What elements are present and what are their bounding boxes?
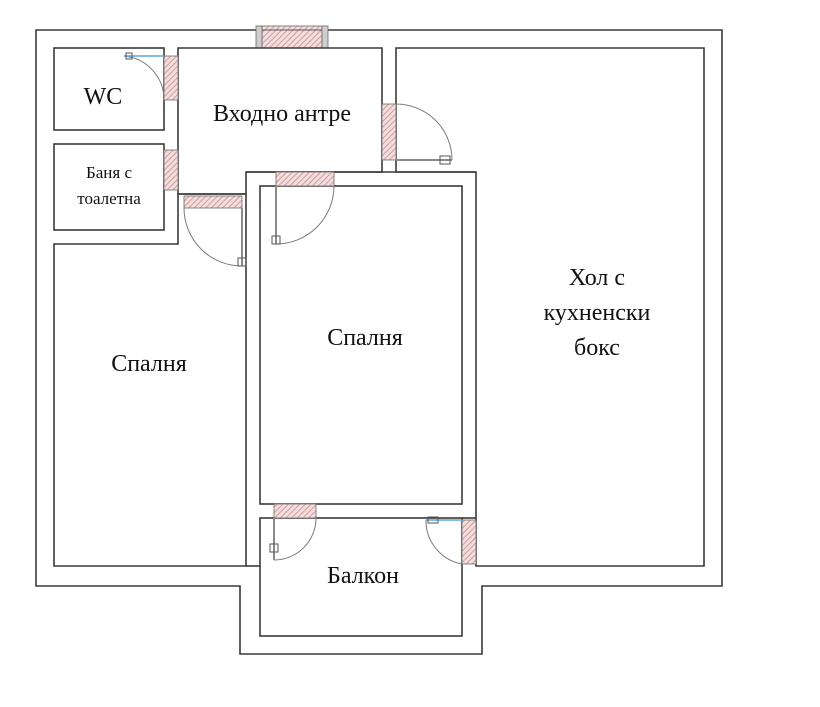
- room-bedroom-left: [53, 193, 247, 567]
- label-balcony: Балкон: [327, 563, 399, 589]
- label-entrance-hall: Входно антре: [213, 101, 351, 127]
- door-bedroom-left[interactable]: [183, 195, 247, 267]
- label-bathroom-line1: Баня с: [86, 163, 132, 182]
- door-wc[interactable]: [123, 52, 179, 101]
- room-bathroom: [53, 143, 165, 231]
- room-bedroom-center: [259, 185, 463, 505]
- door-bathroom[interactable]: [163, 149, 179, 191]
- outer-walls: [35, 29, 723, 655]
- label-living-line2: кухненски: [544, 300, 651, 326]
- door-balcony-bedroom[interactable]: [269, 503, 317, 561]
- top-window: [255, 25, 329, 49]
- label-bedroom-center: Спалня: [327, 325, 403, 351]
- door-balcony-living[interactable]: [425, 516, 477, 565]
- room-balcony: [259, 517, 463, 637]
- label-wc: WC: [84, 84, 123, 110]
- label-bathroom-line2: тоалетна: [77, 189, 141, 208]
- door-entrance[interactable]: [381, 103, 453, 165]
- outer-wall-outline: [35, 29, 723, 655]
- door-bedroom-center[interactable]: [271, 171, 335, 245]
- label-living-line1: Хол с: [569, 265, 625, 291]
- label-bedroom-left: Спалня: [111, 351, 187, 377]
- label-living-line3: бокс: [574, 335, 620, 361]
